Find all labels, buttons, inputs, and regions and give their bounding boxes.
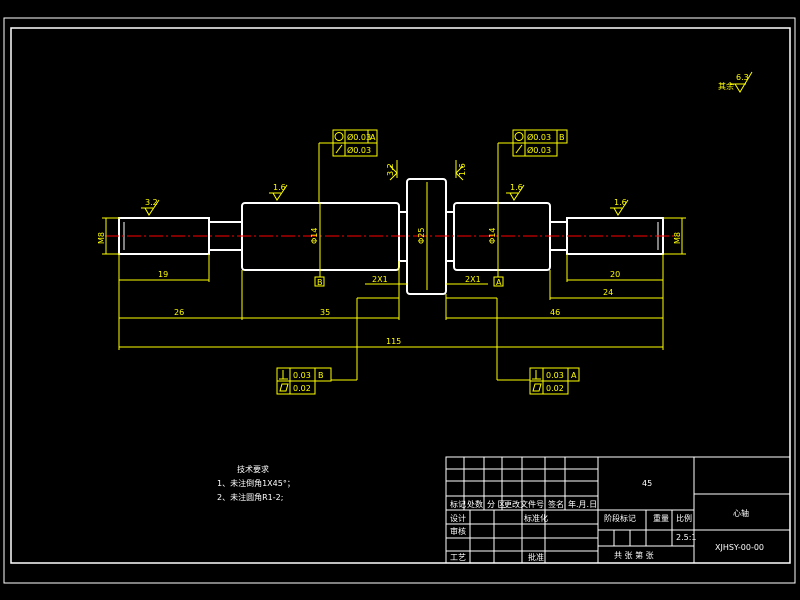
tb-part-name: 心轴 (733, 508, 749, 518)
diameter-lines (319, 182, 499, 290)
roughness-5-label: 3.2 (386, 163, 395, 176)
thread-left-label: M8 (97, 232, 106, 244)
dim-46: 46 (550, 308, 560, 317)
tol-top-left-row1-datum: A (370, 133, 376, 142)
dim-19: 19 (158, 270, 168, 279)
title-block (445, 456, 791, 564)
tb-row-biaoji: 标记 (450, 499, 466, 509)
dia-14-right-label: Φ14 (488, 228, 497, 244)
tol-top-left-row1-value: Ø0.03 (347, 132, 371, 142)
tech-notes-title: 技术要求 (237, 464, 269, 474)
tb-row-biaozhunhua: 标准化 (524, 513, 548, 523)
tol-top-right-row1-value: Ø0.03 (527, 132, 551, 142)
dim-115: 115 (386, 337, 401, 346)
tol-top-right-row1-datum: B (559, 133, 565, 142)
tb-sheet-label: 共 张 第 张 (614, 550, 654, 560)
dia-25-label: Φ25 (417, 228, 426, 244)
tb-drawing-no: XJHSY-00-00 (715, 543, 764, 552)
tb-row-date: 年.月.日 (568, 499, 597, 509)
roughness-corner-label: 其余 (718, 81, 734, 91)
dim-24: 24 (603, 288, 613, 297)
groove-left-label: 2X1 (372, 275, 388, 284)
tol-bottom-left-row1-datum: B (318, 371, 324, 380)
tb-row-gongyi: 工艺 (450, 553, 466, 562)
datum-marker-b-label: B (317, 278, 323, 287)
tb-scale-value: 2.5:1 (676, 533, 697, 542)
tb-row-qianming: 签名 (548, 499, 564, 509)
groove-right-label: 2X1 (465, 275, 481, 284)
roughness-corner-value: 6.3 (736, 73, 749, 82)
thread-right-label: M8 (673, 232, 682, 244)
datum-marker-a-label: A (496, 278, 502, 287)
tb-weight-label: 重量 (653, 513, 669, 523)
tol-top-right-row2-value: Ø0.03 (527, 145, 551, 155)
dim-20: 20 (610, 270, 620, 279)
tolerance-frame-bottom-left (276, 297, 399, 395)
tech-notes-line1: 1、未注倒角1X45°； (217, 478, 295, 488)
tb-row-fenqu: 分 区 (487, 500, 506, 509)
roughness-symbol-1 (141, 199, 160, 216)
tol-bottom-right-row1-datum: A (571, 371, 577, 380)
roughness-symbol-5 (389, 160, 398, 181)
dim-35: 35 (320, 308, 330, 317)
tb-scale-label: 比例 (676, 513, 692, 523)
roughness-1-label: 3.2 (145, 198, 158, 207)
thread-dims (102, 217, 686, 255)
roughness-symbol-2 (269, 184, 288, 201)
dimension-lines (119, 279, 663, 348)
tech-notes-line2: 2、未注圆角R1-2; (217, 492, 283, 502)
roughness-symbol-6 (455, 160, 464, 181)
extension-lines (118, 254, 664, 350)
tol-bottom-right-row2-value: 0.02 (546, 384, 564, 393)
tol-bottom-left-row2-value: 0.02 (293, 384, 311, 393)
roughness-symbol-4 (610, 199, 629, 216)
tol-bottom-right-row1-value: 0.03 (546, 371, 564, 380)
tb-row-pizhun: 批准 (528, 552, 544, 562)
tb-row-chushu: 处数 (467, 499, 483, 509)
outer-border (3, 17, 796, 584)
tb-stage-label: 阶段标记 (604, 513, 636, 523)
dia-14-left-label: Φ14 (310, 228, 319, 244)
tb-row-gengai: 更改文件号 (504, 499, 544, 509)
inner-border (10, 27, 791, 564)
tol-top-left-row2-value: Ø0.03 (347, 145, 371, 155)
roughness-3-label: 1.6 (510, 183, 523, 192)
roughness-corner-symbol (730, 71, 753, 93)
roughness-4-label: 1.6 (614, 198, 627, 207)
roughness-6-label: 1.6 (458, 163, 467, 176)
roughness-symbol-3 (506, 184, 525, 201)
roughness-2-label: 1.6 (273, 183, 286, 192)
tb-material: 45 (642, 479, 652, 488)
tolerance-frame-top-left (318, 129, 378, 203)
tol-bottom-left-row1-value: 0.03 (293, 371, 311, 380)
tolerance-frame-top-right (497, 129, 568, 203)
tolerance-frame-bottom-right (446, 297, 580, 395)
dim-26: 26 (174, 308, 184, 317)
tb-row-sheji: 设计 (450, 513, 466, 523)
tb-row-shenhe: 审核 (450, 526, 466, 536)
